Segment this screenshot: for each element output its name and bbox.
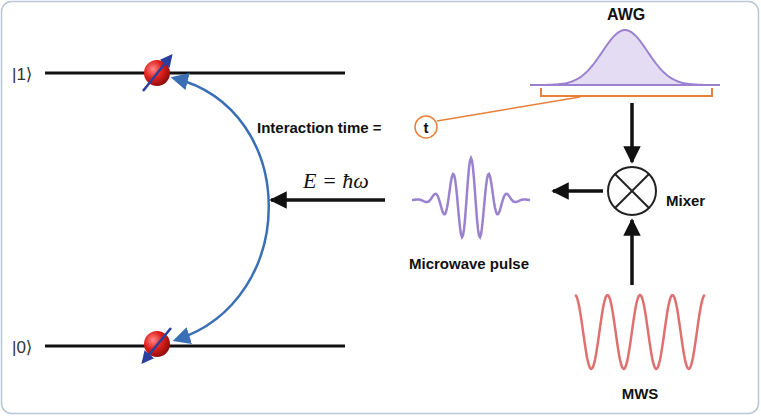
spin-arrow	[143, 56, 171, 91]
energy-label: E = ħω	[301, 168, 371, 194]
state-label: |0⟩	[12, 337, 33, 358]
gaussian-envelope	[530, 30, 720, 85]
component-label: MWS	[622, 385, 659, 402]
awg-signal: AWG	[525, 6, 725, 100]
component-label: Mixer	[666, 192, 705, 209]
microwave-pulse: Microwave pulse	[388, 146, 550, 272]
component-label: AWG	[607, 6, 645, 24]
signal-arrow	[630, 220, 634, 285]
signal-arrow	[630, 103, 634, 162]
transition-curve	[174, 78, 269, 340]
mws-source: MWS	[568, 288, 712, 402]
time-bracket	[541, 88, 712, 96]
level-line	[45, 72, 345, 75]
signal-arrow	[271, 198, 385, 202]
time-symbol: t	[424, 119, 429, 136]
pulse-wave	[412, 158, 530, 237]
state-label: |1⟩	[12, 64, 33, 85]
spin-arrow	[143, 328, 171, 362]
sine-wave	[575, 295, 705, 369]
signal-arrow	[553, 189, 603, 193]
leader-line	[437, 97, 580, 121]
mixer-circle	[606, 165, 658, 217]
highlight-circle	[415, 116, 437, 138]
component-label: Microwave pulse	[409, 255, 529, 272]
level-line	[45, 345, 345, 348]
two-level-system: |1⟩ |0⟩	[12, 55, 268, 365]
mixer-symbol: Mixer	[606, 165, 658, 217]
annotation-label: Interaction time =	[257, 119, 382, 136]
